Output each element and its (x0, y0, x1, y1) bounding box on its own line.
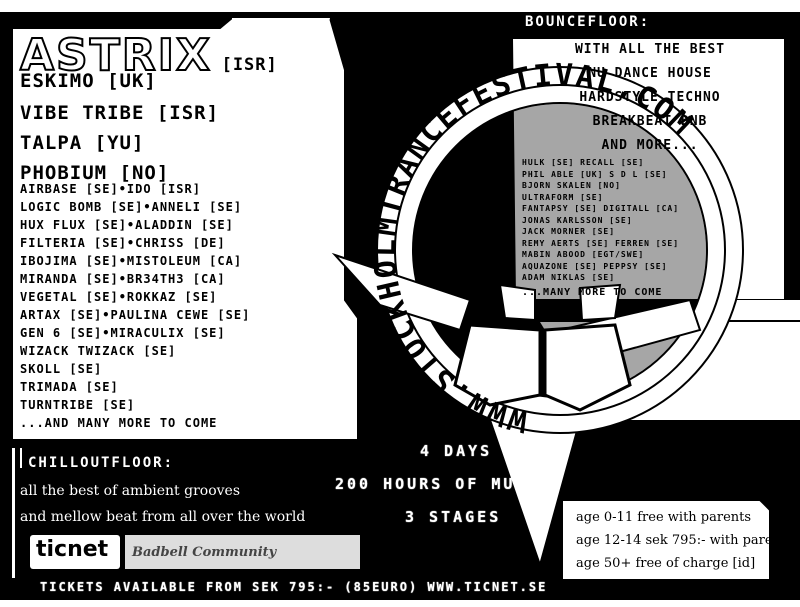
act: VEGETAL [SE]•ROKKAZ [SE] (20, 290, 218, 304)
bouncefloor-act: JACK MORNER [SE] (522, 227, 616, 236)
chillout-line-2: and mellow beat from all over the world (20, 509, 306, 525)
act: AIRBASE [SE]•IDO [ISR] (20, 182, 201, 196)
age-line-1: age 0-11 free with parents (576, 510, 752, 525)
big-act: VIBE TRIBE [ISR] (20, 102, 220, 124)
act: TRIMADA [SE] (20, 380, 119, 394)
festival-stages: 3 STAGES (405, 508, 502, 526)
big-act: ESKIMO [UK] (20, 70, 157, 92)
act: MIRANDA [SE]•BR34TH3 [CA] (20, 272, 226, 286)
bouncefloor-label: BOUNCEFLOOR: (525, 14, 651, 30)
bouncefloor-act: AQUAZONE [SE] PEPPSY [SE] (522, 261, 668, 271)
act: HUX FLUX [SE]•ALADDIN [SE] (20, 218, 234, 232)
tickets-footer: TICKETS AVAILABLE FROM SEK 795:- (85EURO… (40, 580, 548, 594)
mainfloor-label: MAINFLOOR: (16, 14, 121, 30)
bouncefloor-act: ULTRAFORM [SE] (522, 192, 604, 202)
act: GEN 6 [SE]•MIRACULIX [SE] (20, 326, 226, 340)
chilloutfloor-label: CHILLOUTFLOOR: (28, 455, 175, 471)
bouncefloor-headline-line: NU DANCE HOUSE (588, 66, 712, 81)
ticnet-logo: ticnet (36, 537, 109, 562)
act: ARTAX [SE]•PAULINA CEWE [SE] (20, 308, 251, 322)
bouncefloor-act: ADAM NIKLAS [SE] (522, 273, 616, 282)
bouncefloor-headline-line: HARDSTYLE TECHNO (579, 90, 721, 105)
chillout-line-1: all the best of ambient grooves (20, 483, 241, 499)
festival-days: 4 DAYS (420, 442, 493, 460)
act: SKOLL [SE] (20, 362, 103, 376)
headliner: ASTRIX [ISR] (19, 29, 278, 82)
bouncefloor-act: HULK [SE] RECALL [SE] (522, 158, 645, 167)
act: LOGIC BOMB [SE]•ANNELI [SE] (20, 200, 243, 214)
bouncefloor-act: JONAS KARLSSON [SE] (522, 215, 633, 225)
act: ...AND MANY MORE TO COME (20, 416, 218, 430)
mainfloor-lineup: ASTRIX [ISR] ESKIMO [UK] VIBE TRIBE [ISR]… (12, 26, 357, 440)
act: IBOJIMA [SE]•MISTOLEUM [CA] (20, 254, 243, 268)
badbell-logo: Badbell Community (132, 545, 277, 560)
big-act: PHOBIUM [NO] (20, 162, 170, 184)
bouncefloor-act: BJORN SKALEN [NO] (522, 181, 621, 190)
headliner-country: [ISR] (221, 55, 278, 75)
bouncefloor-headline-line: BREAKBEAT DNB (592, 114, 708, 129)
bouncefloor-act: FANTAPSY [SE] DIGITALL [CA] (522, 204, 680, 213)
age-line-2: age 12-14 sek 795:- with parent (576, 533, 787, 548)
act: TURNTRIBE [SE] (20, 398, 136, 412)
age-line-3: age 50+ free of charge [id] (576, 556, 756, 571)
bouncefloor-headline-line: AND MORE... (601, 138, 699, 153)
headliner-name: ASTRIX (19, 29, 212, 82)
festival-hours: 200 HOURS OF MUSIC (335, 475, 552, 493)
big-act: TALPA [YU] (20, 132, 145, 154)
bouncefloor-act: REMY AERTS [SE] FERREN [SE] (522, 238, 680, 248)
bouncefloor-act: ...MANY MORE TO COME (522, 286, 663, 298)
bouncefloor-act: PHIL ABLE [UK] S D L [SE] (522, 169, 668, 179)
act: FILTERIA [SE]•CHRISS [DE] (20, 236, 226, 250)
act: WIZACK TWIZACK [SE] (20, 344, 177, 358)
bouncefloor-act: MABIN ABOOD [EGT/SWE] (522, 250, 645, 259)
bouncefloor-headline-line: WITH ALL THE BEST (574, 42, 726, 57)
